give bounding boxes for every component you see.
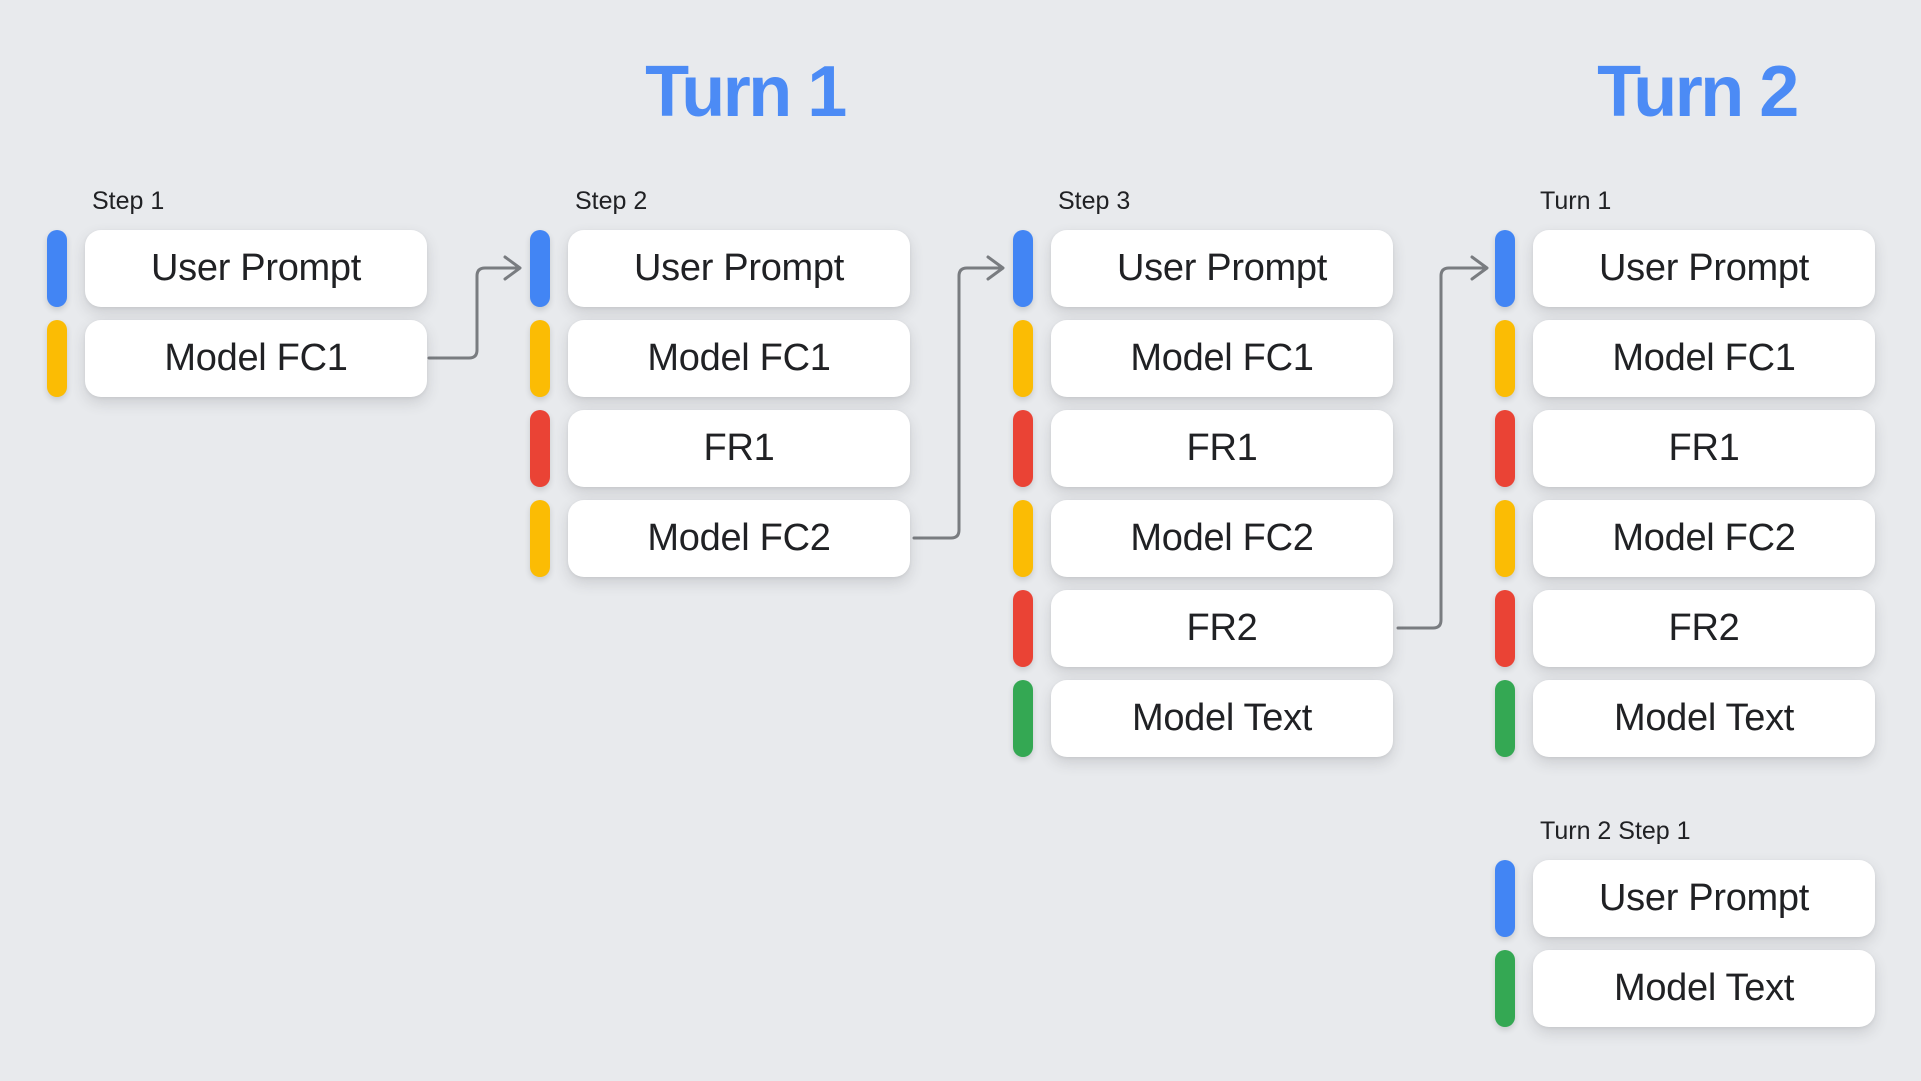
card-row: Model Text — [1495, 680, 1875, 757]
yellow-role-bar — [1013, 500, 1033, 577]
arrow-3-step-3-fr2-to-turn-1-user-prompt — [1396, 255, 1489, 630]
card-model-fc2: Model FC2 — [568, 500, 910, 577]
card-fr2: FR2 — [1051, 590, 1393, 667]
turn-2-title: Turn 2 — [1597, 52, 1799, 132]
card-row: User Prompt — [1013, 230, 1393, 307]
card-row: Model FC2 — [530, 500, 910, 577]
card-user-prompt: User Prompt — [85, 230, 427, 307]
group-label-step-2: Step 2 — [575, 187, 648, 215]
card-model-fc1: Model FC1 — [85, 320, 427, 397]
green-role-bar — [1495, 950, 1515, 1027]
card-row: Model Text — [1013, 680, 1393, 757]
card-user-prompt: User Prompt — [1533, 860, 1875, 937]
card-model-fc2: Model FC2 — [1051, 500, 1393, 577]
card-row: Model FC1 — [1495, 320, 1875, 397]
card-row: Model FC1 — [47, 320, 427, 397]
yellow-role-bar — [1495, 500, 1515, 577]
blue-role-bar — [530, 230, 550, 307]
card-row: Model Text — [1495, 950, 1875, 1027]
group-label-turn-1: Turn 1 — [1540, 187, 1612, 215]
card-fr1: FR1 — [568, 410, 910, 487]
card-row: Model FC1 — [530, 320, 910, 397]
card-model-text: Model Text — [1051, 680, 1393, 757]
group-label-step-3: Step 3 — [1058, 187, 1131, 215]
card-row: FR1 — [530, 410, 910, 487]
red-role-bar — [1495, 590, 1515, 667]
card-row: Model FC2 — [1495, 500, 1875, 577]
red-role-bar — [1013, 410, 1033, 487]
yellow-role-bar — [47, 320, 67, 397]
card-model-fc1: Model FC1 — [1533, 320, 1875, 397]
red-role-bar — [1495, 410, 1515, 487]
card-row: FR2 — [1495, 590, 1875, 667]
green-role-bar — [1013, 680, 1033, 757]
yellow-role-bar — [530, 500, 550, 577]
card-row: FR2 — [1013, 590, 1393, 667]
red-role-bar — [1013, 590, 1033, 667]
card-row: Model FC2 — [1013, 500, 1393, 577]
group-label-step-1: Step 1 — [92, 187, 165, 215]
card-model-text: Model Text — [1533, 680, 1875, 757]
yellow-role-bar — [1495, 320, 1515, 397]
card-fr1: FR1 — [1051, 410, 1393, 487]
card-fr1: FR1 — [1533, 410, 1875, 487]
card-model-fc1: Model FC1 — [1051, 320, 1393, 397]
green-role-bar — [1495, 680, 1515, 757]
card-row: User Prompt — [1495, 230, 1875, 307]
card-user-prompt: User Prompt — [568, 230, 910, 307]
card-user-prompt: User Prompt — [1051, 230, 1393, 307]
card-row: Model FC1 — [1013, 320, 1393, 397]
card-row: User Prompt — [530, 230, 910, 307]
arrow-1-step-1-model-fc1-to-step-2-user-prompt — [427, 255, 522, 360]
turn-1-title: Turn 1 — [645, 52, 847, 132]
yellow-role-bar — [1013, 320, 1033, 397]
yellow-role-bar — [530, 320, 550, 397]
card-row: User Prompt — [47, 230, 427, 307]
card-row: FR1 — [1013, 410, 1393, 487]
red-role-bar — [530, 410, 550, 487]
card-user-prompt: User Prompt — [1533, 230, 1875, 307]
card-row: FR1 — [1495, 410, 1875, 487]
arrow-2-step-2-model-fc2-to-step-3-user-prompt — [912, 255, 1005, 540]
card-model-text: Model Text — [1533, 950, 1875, 1027]
card-model-fc2: Model FC2 — [1533, 500, 1875, 577]
blue-role-bar — [1013, 230, 1033, 307]
group-label-turn-2-step-1: Turn 2 Step 1 — [1540, 817, 1691, 845]
blue-role-bar — [1495, 860, 1515, 937]
card-model-fc1: Model FC1 — [568, 320, 910, 397]
card-fr2: FR2 — [1533, 590, 1875, 667]
blue-role-bar — [1495, 230, 1515, 307]
blue-role-bar — [47, 230, 67, 307]
card-row: User Prompt — [1495, 860, 1875, 937]
